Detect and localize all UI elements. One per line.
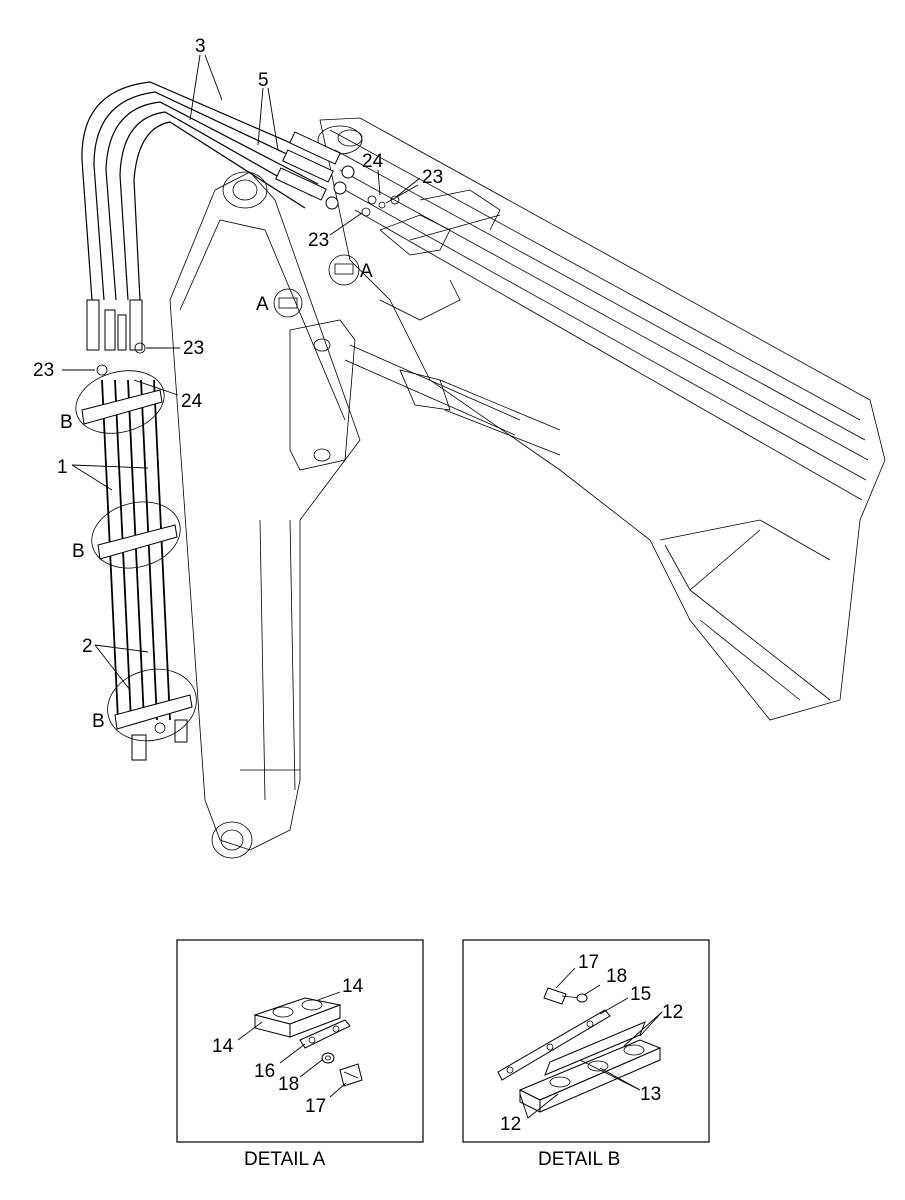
- detail-b-frame: [462, 939, 710, 1143]
- callout-24-lower: 24: [181, 391, 203, 412]
- callout-b-bottom: B: [92, 711, 105, 732]
- detail-a-frame: [176, 939, 424, 1143]
- hose-bundle: [81, 81, 331, 301]
- upper-fittings: [275, 131, 501, 256]
- callout-2: 2: [82, 636, 93, 657]
- callout-5: 5: [258, 70, 269, 91]
- callout-3: 3: [195, 36, 206, 57]
- detail-a-caption: DETAIL A: [244, 1149, 326, 1170]
- callout-23-upper-right: 23: [422, 167, 443, 188]
- detail-a-marks: [273, 254, 360, 318]
- detail-b-callout-12-bottom: 12: [500, 1114, 521, 1135]
- detail-b-callout-15: 15: [630, 984, 651, 1005]
- arm-structure: [169, 171, 561, 859]
- callout-23-mid-right: 23: [183, 338, 204, 359]
- detail-a-panel: 14 14 16 18 17: [176, 939, 424, 1143]
- callout-23-mid-left: 23: [33, 360, 54, 381]
- callout-a-left: A: [256, 294, 269, 315]
- detail-a-callout-17: 17: [305, 1096, 326, 1117]
- detail-b-callout-18: 18: [606, 966, 627, 987]
- detail-a-callout-14-left: 14: [212, 1036, 234, 1057]
- boom-structure: [317, 117, 886, 721]
- detail-b-caption: DETAIL B: [538, 1149, 620, 1170]
- callout-b-top: B: [60, 412, 73, 433]
- detail-a-callout-14-top: 14: [342, 976, 364, 997]
- detail-a-callout-16: 16: [254, 1061, 275, 1082]
- detail-b-callout-12-top: 12: [662, 1002, 683, 1023]
- leader-lines: [62, 54, 421, 691]
- callout-labels: 3 5 24 23 23 A A 23 23 24 B 1 B 2 B: [33, 36, 443, 732]
- detail-b-callout-13: 13: [640, 1084, 661, 1105]
- callout-23-upper-left: 23: [308, 230, 329, 251]
- callout-b-middle: B: [72, 541, 85, 562]
- detail-a-callout-18: 18: [278, 1074, 299, 1095]
- callout-a-right: A: [360, 261, 373, 282]
- pipe-assembly: [81, 299, 193, 761]
- callout-24-upper: 24: [362, 151, 384, 172]
- callout-1: 1: [57, 457, 68, 478]
- detail-b-callout-17: 17: [578, 952, 599, 973]
- detail-b-panel: 17 18 15 12 13 12: [462, 939, 710, 1143]
